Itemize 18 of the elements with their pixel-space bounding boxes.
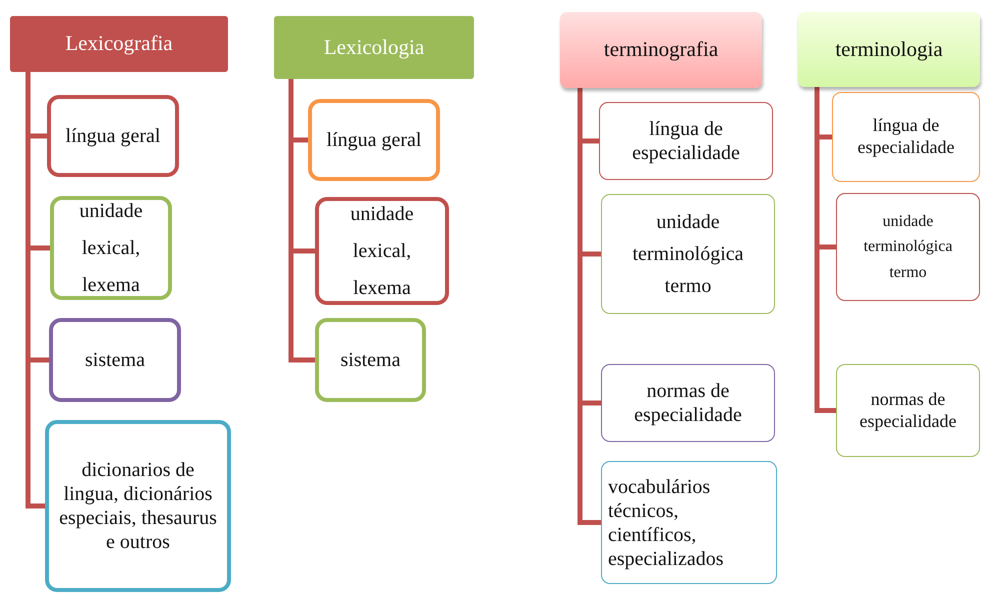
concept-box: unidade lexical, lexema	[315, 197, 449, 305]
concept-box: língua geral	[308, 99, 440, 181]
concept-box: língua de especialidade	[832, 92, 980, 182]
heading-box: terminografia	[560, 12, 762, 88]
concept-box: língua geral	[47, 95, 179, 177]
concept-box: sistema	[315, 318, 426, 402]
heading-box: Lexicografia	[10, 16, 228, 72]
concept-box: normas de especialidade	[836, 364, 980, 457]
heading-box: Lexicologia	[274, 16, 474, 79]
concept-box: vocabulários técnicos, científicos, especializados	[601, 461, 777, 584]
concept-box: normas de especialidade	[601, 364, 775, 442]
concept-box: língua de especialidade	[599, 102, 773, 180]
concept-box: sistema	[49, 318, 181, 402]
concept-box: unidade terminológica termo	[836, 193, 980, 301]
concept-box: dicionarios de lingua, dicionários especiais, thesaurus e outros	[45, 420, 231, 592]
concept-box: unidade lexical, lexema	[50, 196, 172, 300]
heading-box: terminologia	[798, 12, 980, 87]
concept-box: unidade terminológica termo	[601, 194, 775, 314]
